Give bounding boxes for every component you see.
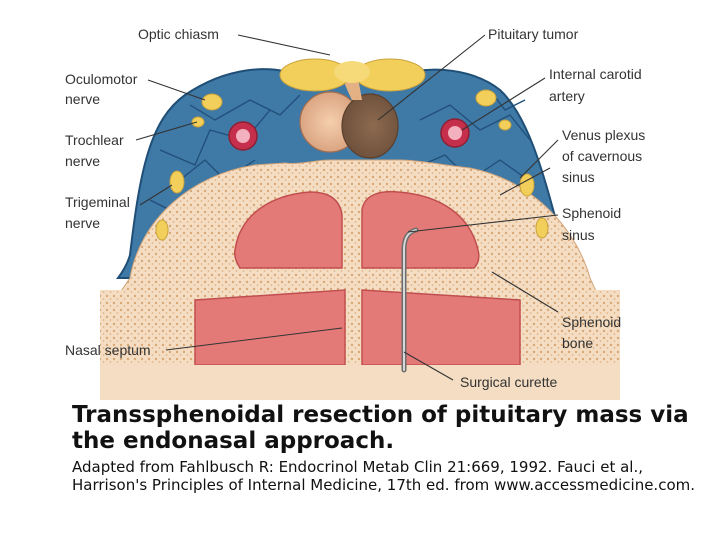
- label-venus-plexus-line2: of cavernous: [562, 148, 642, 164]
- label-nasal-septum: Nasal septum: [65, 342, 151, 358]
- sphenoid-bone: [114, 159, 601, 301]
- pituitary-tumor-mass: [341, 93, 399, 159]
- label-sphenoid-bone-line2: bone: [562, 335, 593, 351]
- label-pituitary-tumor: Pituitary tumor: [488, 26, 579, 42]
- label-sphenoid-sinus-line1: Sphenoid: [562, 205, 621, 221]
- bone-base: [100, 365, 620, 400]
- caption-credit: Adapted from Fahlbusch R: Endocrinol Met…: [72, 458, 695, 494]
- label-internal-carotid-line1: Internal carotid: [549, 66, 642, 82]
- diagram-figure: Optic chiasm Pituitary tumor Oculomotor …: [65, 26, 645, 400]
- label-trigeminal-line1: Trigeminal: [65, 194, 130, 210]
- leader-lines: [135, 34, 559, 381]
- label-sphenoid-sinus-line2: sinus: [562, 227, 595, 243]
- cranial-nerves: [155, 89, 549, 241]
- label-trigeminal-line2: nerve: [65, 215, 100, 231]
- label-optic-chiasm: Optic chiasm: [138, 26, 219, 42]
- label-venus-plexus-line3: sinus: [562, 169, 595, 185]
- optic-chiasm-center: [334, 61, 370, 83]
- sphenoid-sinus-cavities: [194, 190, 521, 366]
- label-venus-plexus-line1: Venus plexus: [562, 127, 645, 143]
- label-sphenoid-bone-line1: Sphenoid: [562, 314, 621, 330]
- label-oculomotor-line2: nerve: [65, 91, 100, 107]
- label-trochlear-line1: Trochlear: [65, 132, 124, 148]
- label-surgical-curette: Surgical curette: [460, 374, 557, 390]
- label-trochlear-line2: nerve: [65, 153, 100, 169]
- label-oculomotor-line1: Oculomotor: [65, 71, 138, 87]
- label-internal-carotid-line2: artery: [549, 88, 585, 104]
- figure-caption: Transsphenoidal resection of pituitary m…: [72, 402, 712, 494]
- caption-title: Transsphenoidal resection of pituitary m…: [72, 402, 689, 454]
